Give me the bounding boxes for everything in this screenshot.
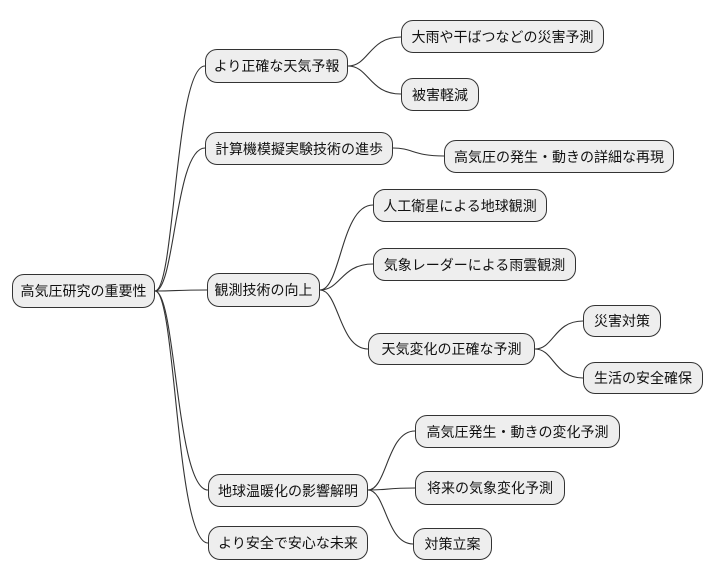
node-life-safety: 生活の安全確保 — [583, 362, 703, 394]
node-planning-countermeasures: 対策立案 — [413, 528, 492, 560]
link-forecast-to-damage-reduction — [347, 65, 402, 95]
node-disaster-prediction: 大雨や干ばつなどの災害予測 — [401, 20, 604, 53]
node-radar-raincloud-observation: 気象レーダーによる雨雲観測 — [373, 248, 576, 281]
link-root-to-accurate-forecast — [154, 65, 206, 292]
node-accurate-weather-forecast: より正確な天気予報 — [205, 49, 348, 83]
link-observation-to-radar — [319, 263, 374, 291]
link-root-to-observation-tech — [154, 289, 208, 292]
node-observation-tech-improvement: 観測技術の向上 — [207, 273, 320, 307]
link-root-to-simulation-progress — [154, 147, 206, 292]
link-warming-to-planning — [367, 489, 414, 545]
node-safer-future: より安全で安心な未来 — [208, 526, 368, 560]
node-satellite-earth-observation: 人工衛星による地球観測 — [373, 189, 547, 222]
node-future-weather-prediction: 将来の気象変化予測 — [415, 471, 565, 505]
link-observation-to-satellite — [319, 204, 374, 291]
link-forecast-to-disaster-prediction — [347, 36, 402, 67]
node-global-warming-impact: 地球温暖化の影響解明 — [208, 474, 368, 507]
link-weather-change-to-disaster-measures — [534, 320, 584, 350]
node-computer-simulation-progress: 計算機模擬実験技術の進歩 — [205, 132, 393, 165]
link-simulation-to-detailed-reproduction — [392, 147, 445, 157]
node-damage-reduction: 被害軽減 — [401, 78, 479, 111]
link-warming-to-future-weather — [367, 487, 416, 491]
link-warming-to-highpressure-change — [367, 430, 416, 491]
node-detailed-reproduction: 高気圧の発生・動きの詳細な再現 — [444, 140, 674, 173]
node-accurate-weather-change-prediction: 天気変化の正確な予測 — [368, 333, 535, 365]
link-weather-change-to-life-safety — [534, 348, 584, 379]
node-highpressure-change-prediction: 高気圧発生・動きの変化予測 — [415, 415, 620, 448]
link-observation-to-weather-change — [319, 289, 369, 350]
link-root-to-global-warming — [154, 290, 209, 491]
mindmap-root-node: 高気圧研究の重要性 — [12, 274, 155, 308]
node-disaster-countermeasures: 災害対策 — [583, 305, 661, 337]
link-root-to-safer-future — [154, 290, 209, 544]
